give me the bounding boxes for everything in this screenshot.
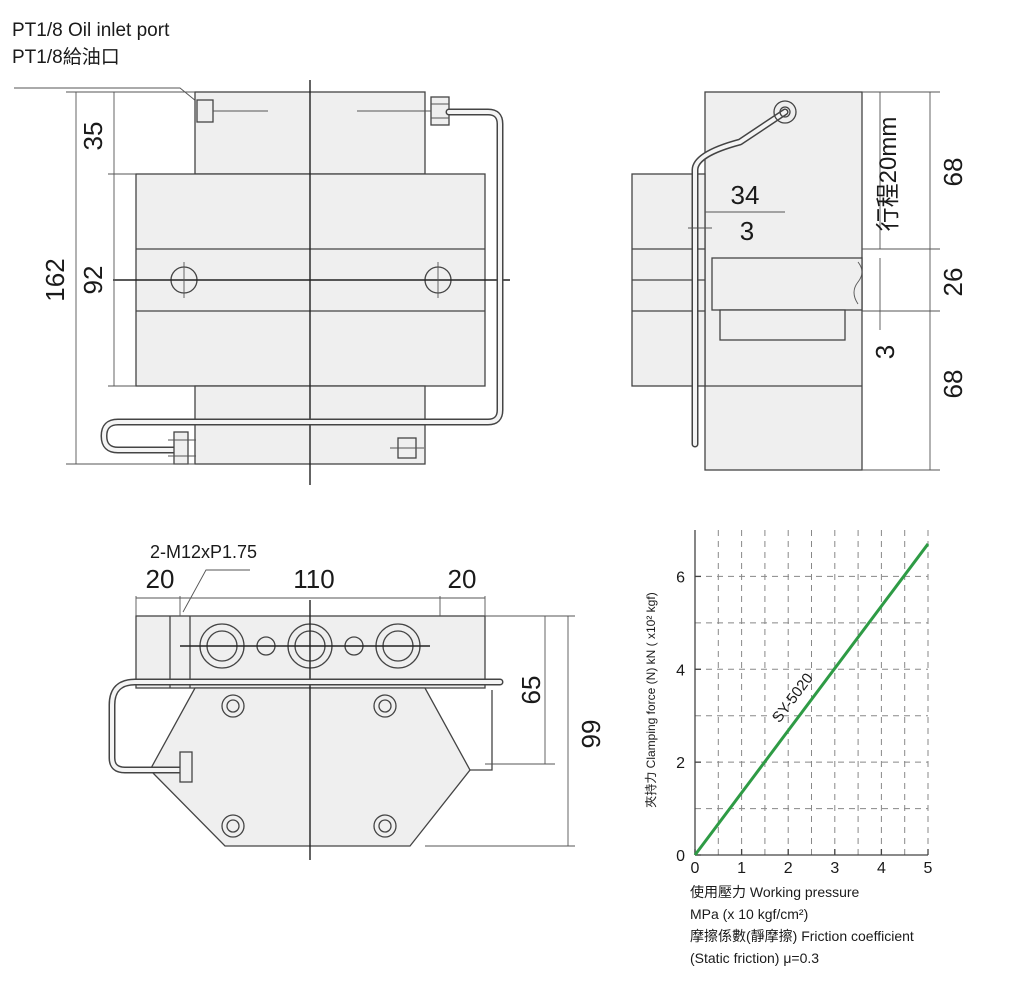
side-view: 34 3 行程20mm 68 26 3 68 (631, 91, 968, 471)
chart-x-label-line-2: MPa (x 10 kgf/cm²) (690, 906, 809, 922)
dim-99: 99 (576, 720, 606, 749)
chart-y-tick-label: 6 (676, 569, 685, 586)
dim-20-left: 20 (146, 564, 175, 594)
chart-x-tick-label: 3 (830, 860, 839, 877)
piston-foot (719, 309, 846, 341)
chart-series-line (693, 543, 930, 856)
bottom-view: 2-M12xP1.75 20 110 20 65 99 (108, 542, 606, 860)
chart-x-tick-label: 1 (737, 860, 746, 877)
bolt-head-icon (373, 814, 397, 838)
chart-x-label-line-4: (Static friction) μ=0.3 (690, 950, 820, 966)
chart-series-label: SY-5020 (769, 670, 817, 726)
dim-34: 34 (731, 180, 760, 210)
stroke-label: 行程20mm (875, 117, 902, 232)
dim-92: 92 (78, 266, 108, 295)
clamping-force-chart: 0 1 2 3 4 5 0 2 4 6 SY-5020 夾持力 Clamping force (N… (643, 530, 933, 877)
pivot-icon (773, 100, 797, 124)
piston-slot (711, 257, 863, 311)
chart-ticks: 0 1 2 3 4 5 0 2 4 6 (676, 569, 932, 877)
chart-grid (695, 530, 929, 855)
chart-y-tick-label: 0 (676, 848, 685, 865)
thread-label: 2-M12xP1.75 (150, 542, 257, 562)
chart-x-label-line-1: 使用壓力 Working pressure (690, 884, 860, 900)
dim-65: 65 (516, 676, 546, 705)
thread-leader (182, 569, 250, 613)
chart-x-label-line-3: 摩擦係數(靜摩擦) Friction coefficient (690, 928, 914, 944)
bolt-head-icon (221, 694, 245, 718)
chart-x-tick-label: 5 (924, 860, 933, 877)
dim-3-top: 3 (740, 216, 754, 246)
front-view: 35 92 162 (40, 80, 510, 485)
dim-110: 110 (293, 564, 334, 594)
rod-nut-icon (173, 431, 189, 465)
dim-68-bottom: 68 (938, 370, 968, 399)
oil-port-leader (14, 87, 208, 111)
dim-35: 35 (78, 122, 108, 151)
dim-26: 26 (938, 268, 968, 297)
bolt-head-icon (373, 694, 397, 718)
chart-x-tick-label: 2 (784, 860, 793, 877)
chart-x-tick-label: 0 (691, 860, 700, 877)
chart-x-tick-label: 4 (877, 860, 886, 877)
rod-nut-icon (179, 751, 193, 783)
chart-y-tick-label: 4 (676, 662, 685, 679)
oil-port-label-en: PT1/8 Oil inlet port (12, 20, 170, 41)
oil-port-fitting-icon (196, 99, 214, 123)
bolt-head-icon (221, 814, 245, 838)
dim-20-right: 20 (448, 564, 477, 594)
dim-3-bottom: 3 (870, 345, 900, 359)
chart-y-axis-label: 夾持力 Clamping force (N) kN ( x10² kgf) (643, 592, 658, 807)
chart-y-tick-label: 2 (676, 755, 685, 772)
dim-68-top: 68 (938, 158, 968, 187)
dim-162: 162 (40, 258, 70, 301)
oil-port-label-cn: PT1/8給油口 (12, 47, 120, 68)
